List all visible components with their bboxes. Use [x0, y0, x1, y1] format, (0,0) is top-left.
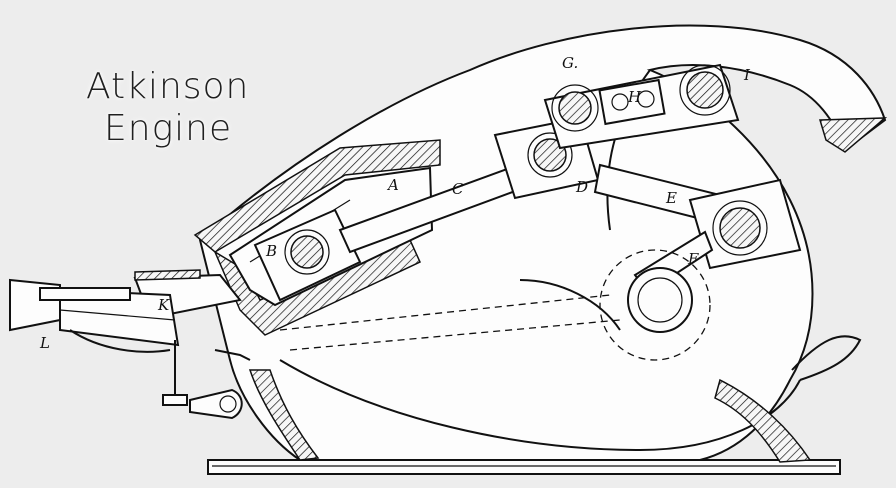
label-k: K [157, 296, 170, 314]
title-line-1: Atkinson [86, 66, 250, 107]
label-f: F [687, 250, 699, 268]
label-g: G. [562, 54, 578, 72]
label-b: B [265, 242, 277, 260]
label-c: C [452, 180, 464, 198]
crankshaft [279, 249, 711, 361]
carburettor [9, 278, 180, 353]
label-d: D [575, 178, 588, 196]
label-i: I [743, 66, 751, 84]
linkage-bar-gi [543, 63, 740, 150]
valve-lever [162, 340, 251, 420]
crankcase [198, 24, 888, 463]
page-title: Atkinson Engine [86, 66, 249, 150]
title-line-2: Engine [104, 108, 233, 149]
label-a: A [386, 176, 399, 194]
label-e: E [665, 189, 677, 207]
base-plate [207, 459, 841, 475]
label-h: H [627, 88, 642, 106]
label-l: L [39, 334, 50, 352]
piston [253, 208, 362, 302]
